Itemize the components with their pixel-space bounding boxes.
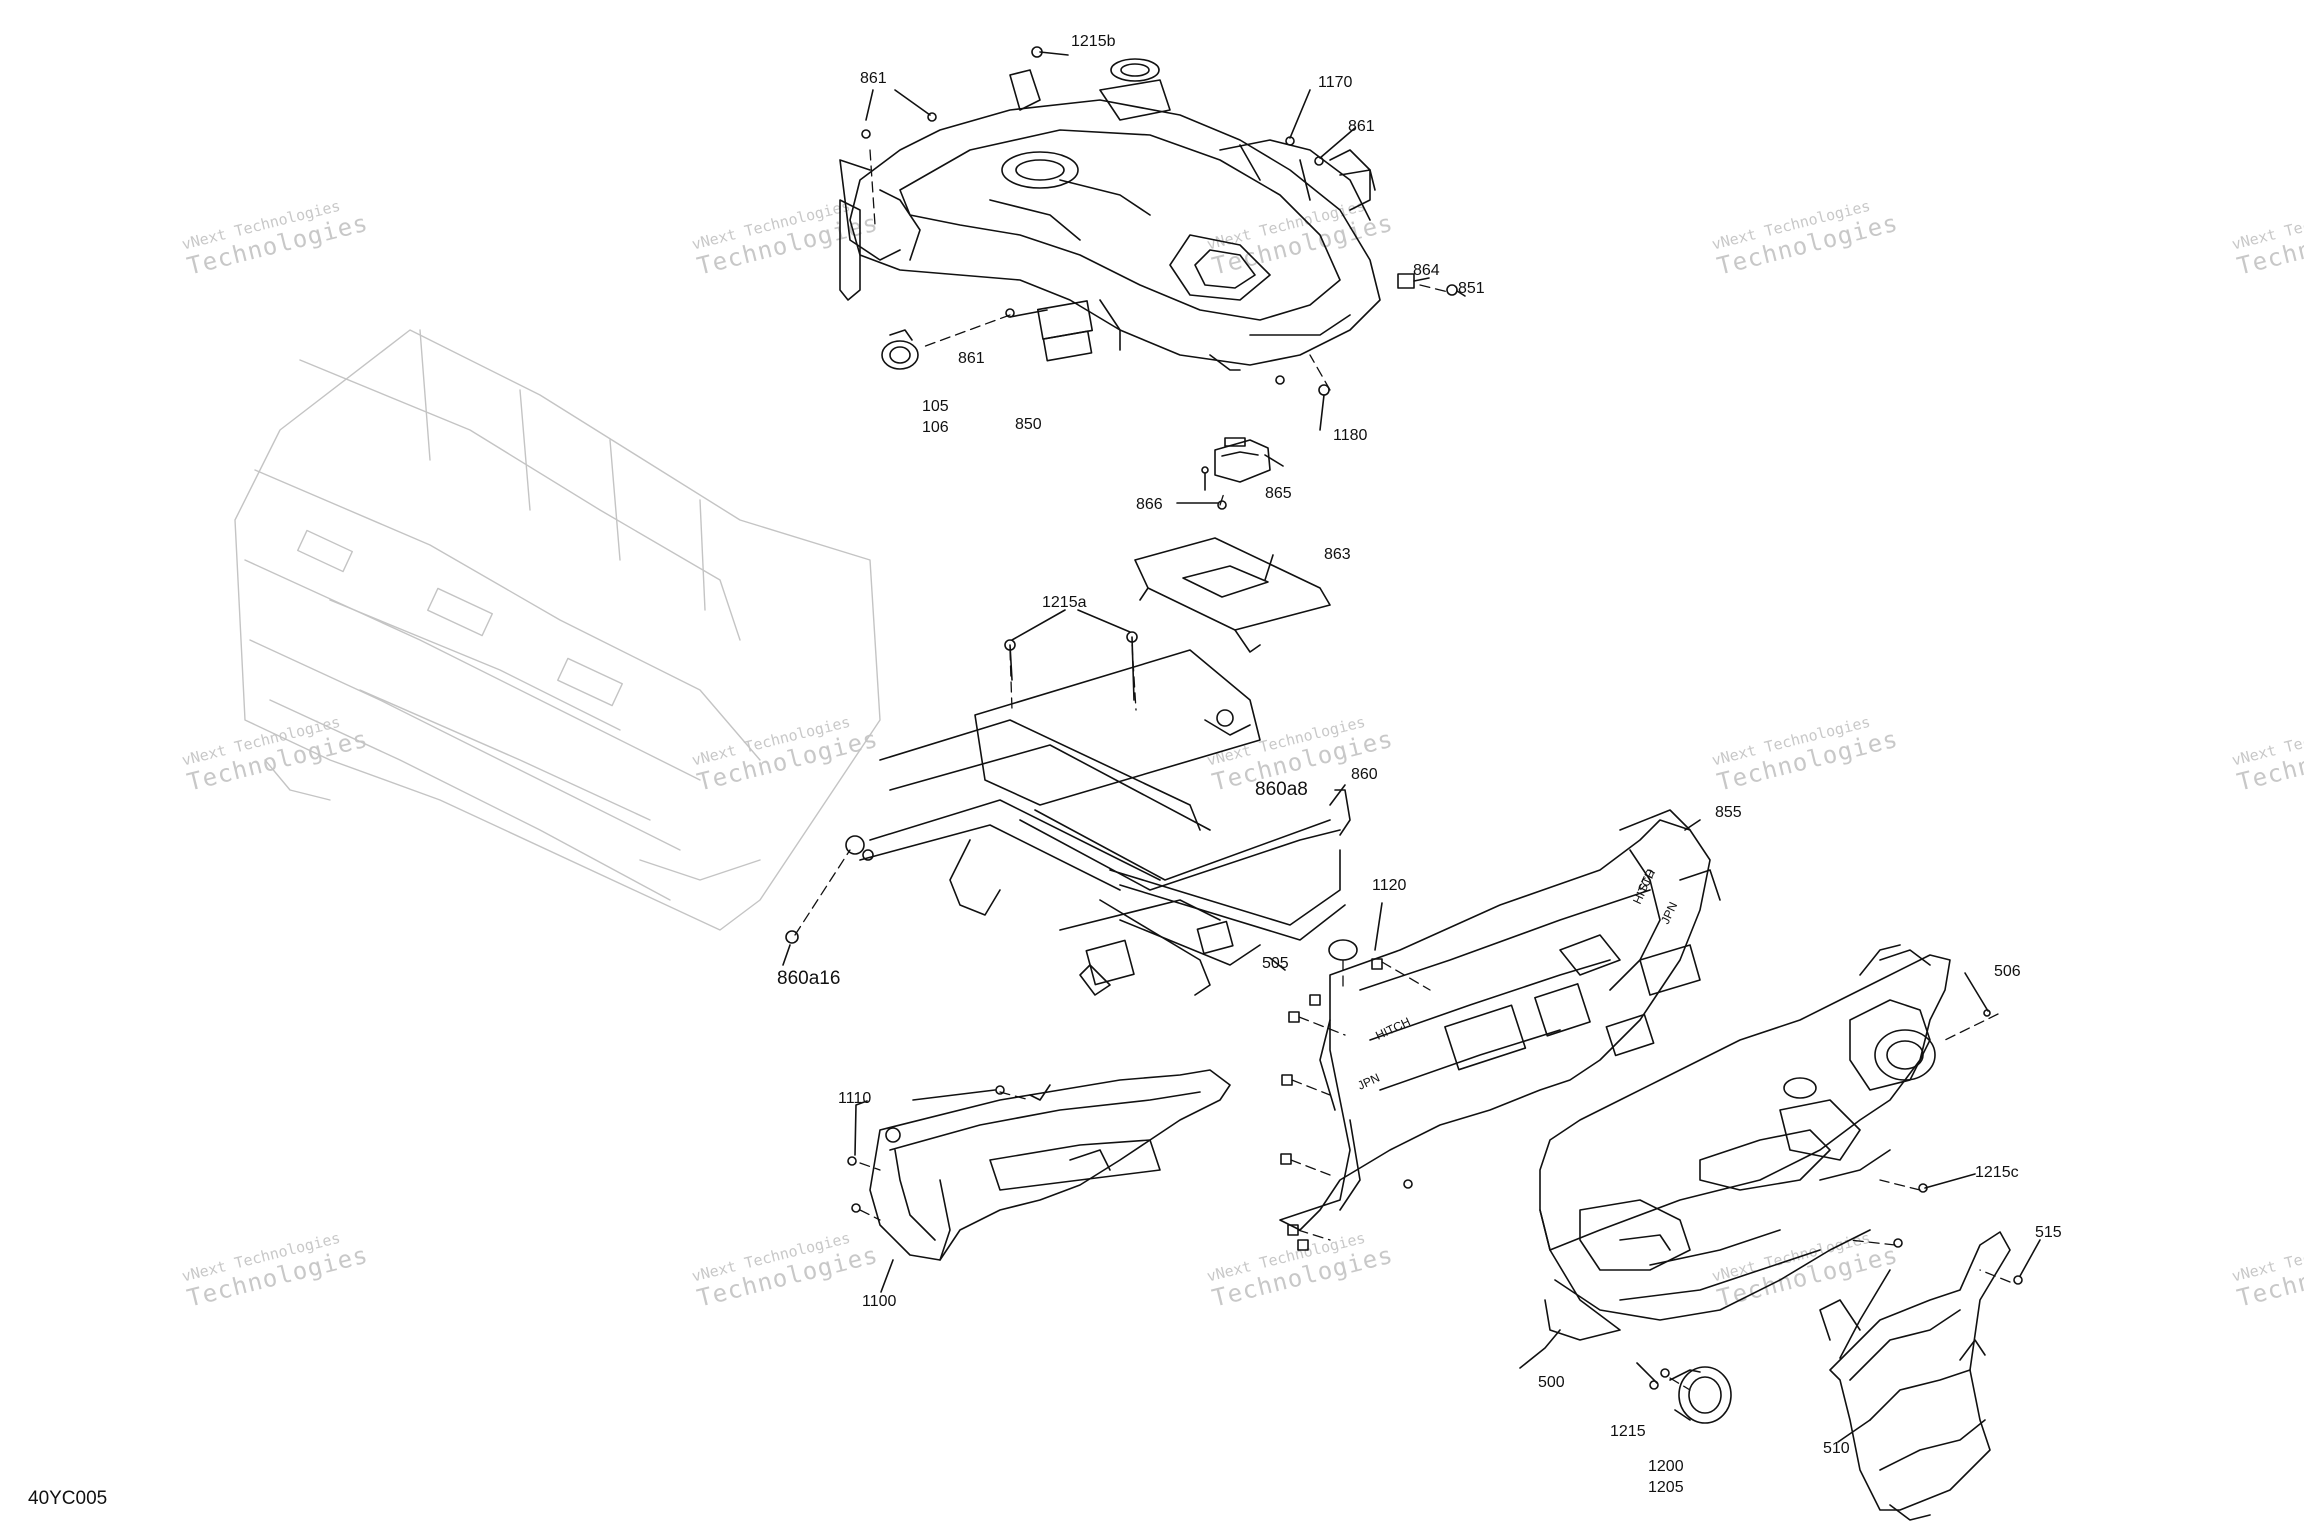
callout-861: 861: [958, 350, 985, 367]
callout-1215a: 1215a: [1042, 594, 1087, 611]
upper-tub-assembly: [839, 58, 1381, 371]
light-1200: [1669, 1366, 1732, 1424]
callout-860: 860: [1351, 766, 1378, 783]
lower-fascia-510: [1819, 1231, 2011, 1521]
dashed-assembly-lines: [794, 149, 2011, 1391]
leader-lines: [782, 51, 2041, 1443]
part-marking: JPN: [1658, 900, 1680, 926]
callout-855: 855: [1715, 804, 1742, 821]
callout-864: 864: [1413, 262, 1440, 279]
rear-panel-855: [1279, 809, 1721, 1231]
screw-851: [1446, 284, 1458, 296]
callout-1170: 1170: [1318, 74, 1353, 91]
callout-1205: 1205: [1648, 1479, 1684, 1496]
callout-505: 505: [1262, 955, 1289, 972]
callout-500: 500: [1538, 1374, 1565, 1391]
callout-105: 105: [922, 398, 949, 415]
callout-861: 861: [860, 70, 887, 87]
callout-865: 865: [1265, 485, 1292, 502]
callout-851: 851: [1458, 280, 1485, 297]
callout-1215c: 1215c: [1975, 1164, 2019, 1181]
callout-506: 506: [1994, 963, 2021, 980]
callout-863: 863: [1324, 546, 1351, 563]
callout-1215: 1215: [1610, 1423, 1646, 1440]
callout-1120: 1120: [1372, 877, 1407, 894]
callout-860a16: 860a16: [777, 968, 841, 989]
plate-863: [1134, 537, 1331, 653]
callout-860a8: 860a8: [1255, 779, 1308, 800]
grommet-105: [881, 329, 919, 370]
callout-510: 510: [1823, 1440, 1850, 1457]
callout-1110: 1110: [838, 1090, 872, 1107]
callout-1100: 1100: [862, 1293, 897, 1310]
diagram-code: 40YC005: [28, 1488, 108, 1509]
callout-850: 850: [1015, 416, 1042, 433]
callout-1200: 1200: [1648, 1458, 1684, 1475]
part-marking: JPN: [1355, 1070, 1381, 1092]
callout-106: 106: [922, 419, 949, 436]
callout-1180: 1180: [1333, 427, 1368, 444]
part-marking: HITCH: [1630, 867, 1658, 906]
lower-tray-1100: [869, 1069, 1231, 1261]
ghost-chassis-frame: [234, 329, 881, 931]
front-bumper-500: [1539, 944, 1951, 1341]
callout-1215b: 1215b: [1071, 33, 1116, 50]
subframe-860: [845, 649, 1351, 996]
callout-861: 861: [1348, 118, 1375, 135]
part-marking: HITCH: [1373, 1015, 1412, 1043]
bracket-865: [1214, 437, 1271, 483]
clip-864: [1397, 273, 1415, 289]
callout-515: 515: [2035, 1224, 2062, 1241]
callout-866: 866: [1136, 496, 1163, 513]
